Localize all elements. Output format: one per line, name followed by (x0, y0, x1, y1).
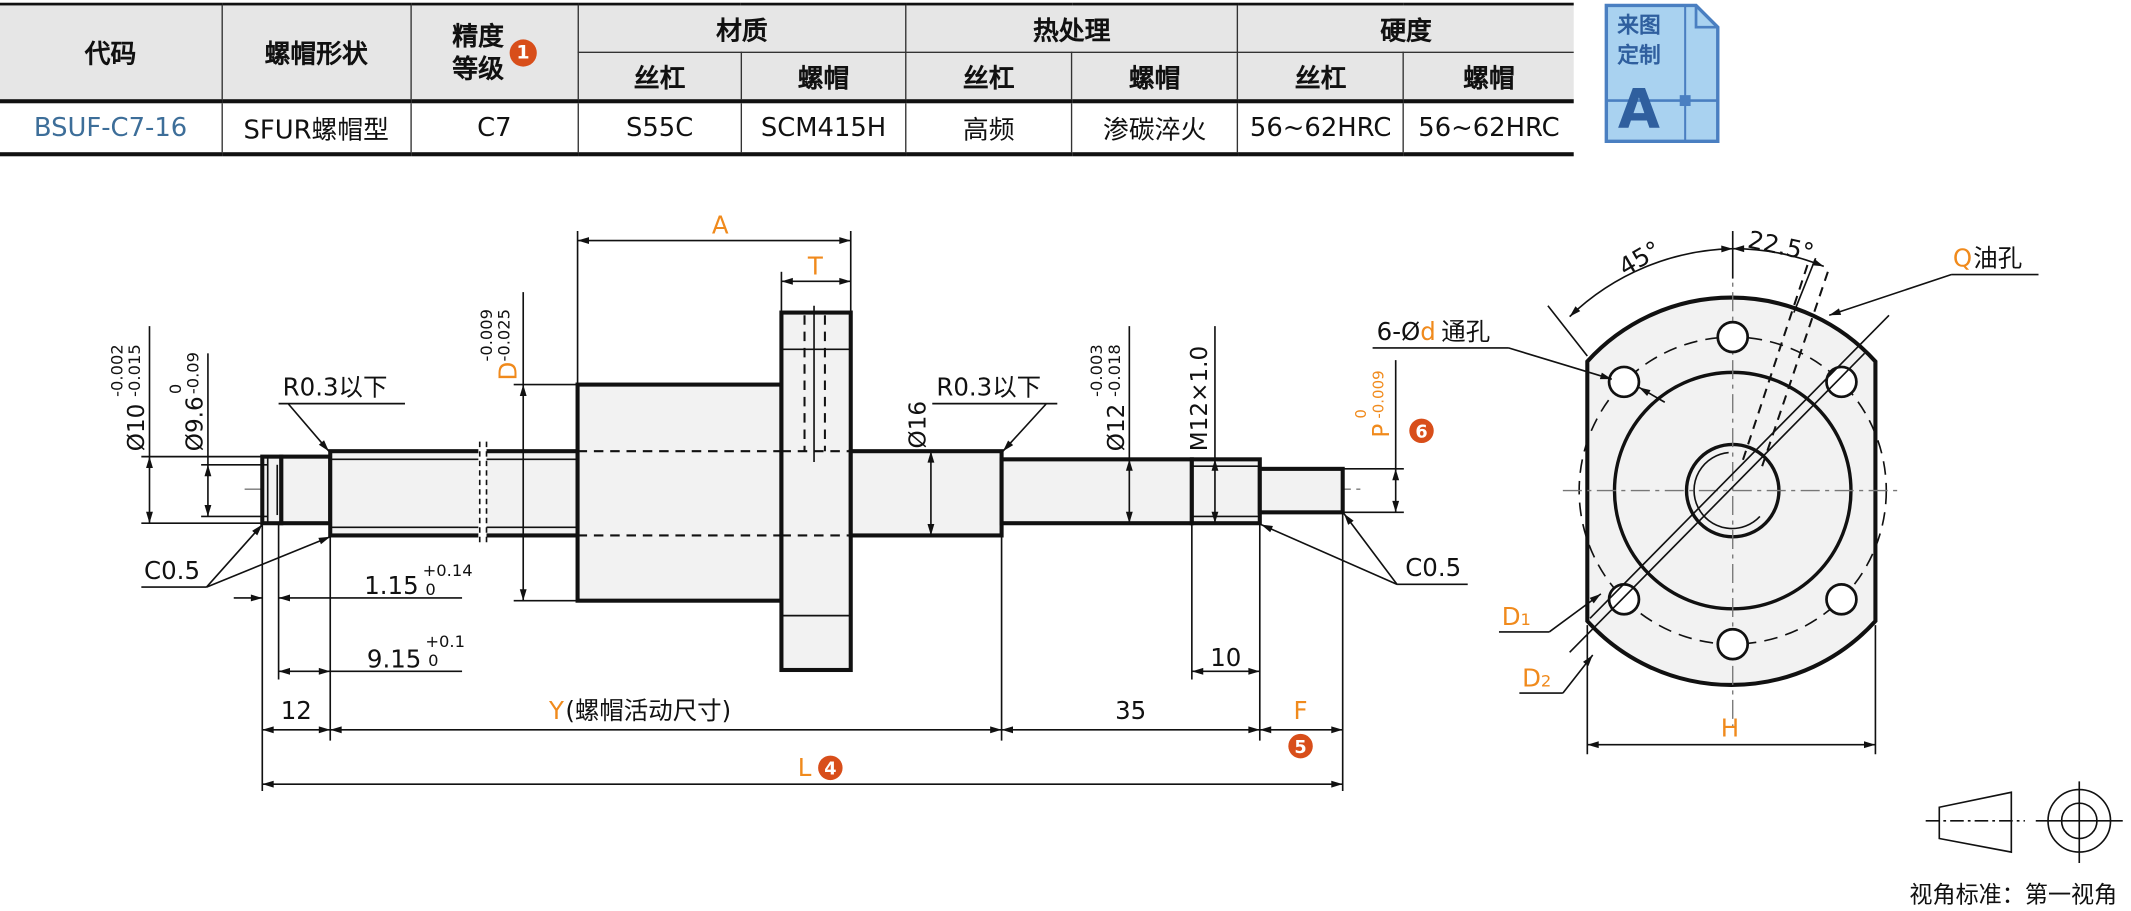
badge-6 (1409, 418, 1434, 444)
label-Q: Q (1953, 243, 1972, 272)
cell-accuracy: C7 (410, 99, 579, 157)
badge-line1: 来图 (1617, 14, 1660, 39)
table-row: BSUF-C7-16 SFUR螺帽型 C7 S55C SCM415H 高频 渗碳… (0, 99, 1574, 157)
cell-heat-screw: 高频 (905, 99, 1073, 157)
header-hardness-nut: 螺帽 (1402, 51, 1574, 102)
dim-dia10-tol-upper: -0.002 (107, 344, 126, 397)
label-D1: D1 (1502, 602, 1531, 631)
dim-9-15-tol-lower: 0 (428, 651, 438, 670)
header-material-nut: 螺帽 (740, 51, 907, 102)
dim-dia9-6-tol-lower: -0.09 (183, 352, 202, 394)
dim-dia12: Ø12 (1104, 404, 1130, 452)
D2-sub: 2 (1541, 671, 1551, 690)
badge-6-text: 6 (1415, 423, 1427, 443)
dim-Y-text: (螺帽活动尺寸) (565, 696, 731, 725)
dim-T: T (807, 252, 824, 281)
custom-drawing-icon[interactable]: 来图 定制 A (1604, 3, 1720, 144)
dim-thread: M12×1.0 (1187, 346, 1213, 451)
holes-text: 通孔 (1441, 317, 1490, 346)
header-code: 代码 (0, 2, 223, 102)
header-heat-screw: 丝杠 (905, 51, 1073, 102)
dim-1-15-tol-lower: 0 (425, 580, 435, 599)
dim-F: F (1294, 696, 1308, 725)
note-r-right: R0.3以下 (936, 372, 1041, 401)
accuracy-badge: 1 (509, 38, 537, 66)
angle-22-5: 22.5° (1745, 225, 1816, 267)
cell-hardness-nut: 56~62HRC (1402, 99, 1574, 157)
header-material: 材质 (577, 2, 907, 53)
cell-material-nut: SCM415H (740, 99, 907, 157)
side-view-dimensions: A T D -0.009 -0.025 Ø10 -0.002 -0.015 Ø9… (107, 211, 1468, 791)
accuracy-line2: 等级 (452, 53, 504, 84)
dim-1-15: 1.15 (364, 571, 418, 600)
dim-35: 35 (1115, 696, 1146, 725)
dim-dia12-tol-upper: -0.003 (1087, 344, 1106, 397)
screw-side-view (244, 305, 1366, 673)
badge-letter: A (1618, 78, 1660, 141)
D1-sub: 1 (1521, 610, 1531, 629)
dim-P-tol-lower: -0.009 (1369, 370, 1387, 418)
note-c-right: C0.5 (1405, 553, 1461, 582)
spec-table: 代码 螺帽形状 精度等级1 材质 热处理 硬度 丝杠 螺帽 丝杠 螺帽 丝杠 螺… (0, 2, 1574, 157)
header-hardness: 硬度 (1236, 2, 1574, 53)
dim-P: P (1369, 424, 1395, 438)
header-heat-treatment: 热处理 (905, 2, 1239, 53)
dim-dia9-6: Ø9.6 (182, 396, 208, 451)
dim-dia10-tol-lower: -0.015 (125, 344, 144, 397)
dim-H: H (1721, 714, 1739, 743)
D2-main: D (1522, 663, 1541, 692)
dim-D-tol-lower: -0.025 (495, 309, 514, 362)
label-Q-text: 油孔 (1973, 243, 2022, 272)
accuracy-line1: 精度 (452, 21, 504, 51)
note-c-left: C0.5 (144, 556, 200, 585)
dim-A: A (712, 211, 729, 240)
badge-4-text: 4 (824, 760, 836, 780)
dim-Y: Y (548, 696, 564, 725)
header-material-screw: 丝杠 (578, 51, 742, 102)
first-angle-projection-icon (1925, 781, 2123, 863)
note-r-left: R0.3以下 (283, 372, 388, 401)
badge-line2: 定制 (1617, 43, 1660, 69)
cell-heat-nut: 渗碳淬火 (1071, 99, 1239, 157)
angle-45: 45° (1614, 235, 1666, 282)
dim-L: L (798, 753, 812, 782)
dim-dia10: Ø10 (124, 404, 150, 452)
D1-main: D (1502, 602, 1521, 631)
view-standard: 视角标准：第一视角 (1909, 882, 2117, 908)
bolt-holes (1607, 320, 1858, 661)
label-D2: D2 (1522, 663, 1551, 692)
cell-hardness-screw: 56~62HRC (1236, 99, 1405, 157)
dim-9-15: 9.15 (367, 644, 421, 673)
dim-10: 10 (1210, 643, 1241, 672)
cell-code[interactable]: BSUF-C7-16 (0, 99, 223, 157)
badge-5 (1288, 733, 1313, 759)
cell-nut-shape: SFUR螺帽型 (221, 99, 412, 157)
holes-prefix: 6-Ø (1377, 317, 1421, 346)
dim-12: 12 (281, 696, 312, 725)
header-accuracy: 精度等级1 (410, 2, 579, 102)
dim-dia9-6-tol-upper: 0 (166, 384, 185, 394)
holes-d: d (1420, 317, 1436, 346)
header-hardness-screw: 丝杠 (1236, 51, 1405, 102)
badge-5-text: 5 (1294, 738, 1306, 758)
cell-material-screw: S55C (577, 99, 742, 157)
dim-P-tol-upper: 0 (1352, 409, 1370, 419)
dim-D-tol-upper: -0.009 (477, 309, 496, 362)
dim-dia12-tol-lower: -0.018 (1105, 344, 1124, 397)
dim-9-15-tol-upper: +0.1 (425, 632, 465, 651)
dim-dia16: Ø16 (905, 401, 931, 449)
dim-1-15-tol-upper: +0.14 (423, 561, 473, 580)
badge-4 (818, 755, 843, 781)
dim-D: D (493, 362, 522, 381)
